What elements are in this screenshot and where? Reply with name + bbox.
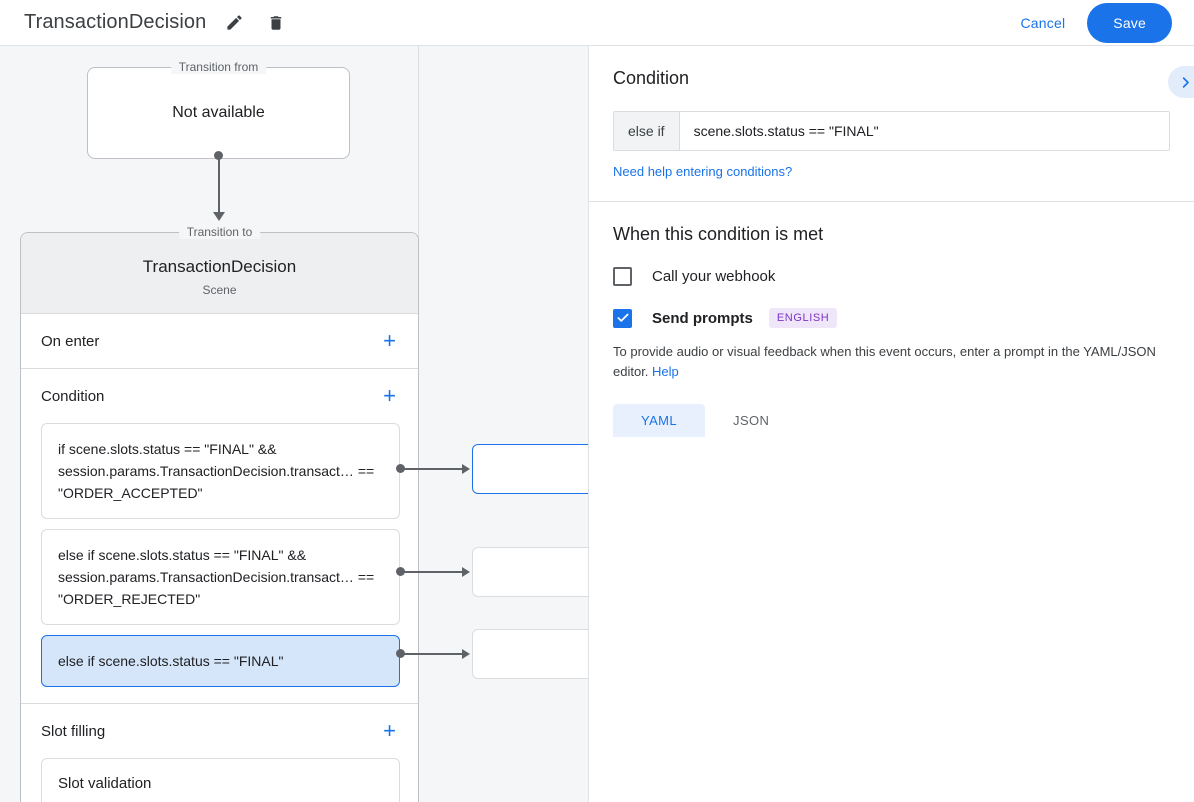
scene-canvas: Transition from Not available Transition…: [0, 46, 588, 802]
webhook-row: Call your webhook: [613, 267, 1170, 286]
editor-format-tabs: YAML JSON: [613, 404, 1170, 437]
add-condition-button[interactable]: +: [383, 383, 396, 408]
condition-edge-arrow-2: [462, 567, 470, 577]
prompts-description-text: To provide audio or visual feedback when…: [613, 344, 1156, 379]
tab-json[interactable]: JSON: [733, 413, 770, 428]
send-prompts-label: Send prompts: [652, 309, 753, 327]
target-box-3[interactable]: [472, 629, 588, 679]
condition-expression-input[interactable]: [679, 112, 1169, 150]
target-box-1[interactable]: [472, 444, 588, 494]
call-webhook-checkbox[interactable]: [613, 267, 632, 286]
save-button[interactable]: Save: [1087, 2, 1172, 43]
scene-type: Scene: [202, 283, 237, 297]
add-on-enter-button[interactable]: +: [383, 328, 396, 353]
section-slot-filling-title: Slot filling: [41, 722, 106, 740]
panel-condition-heading: Condition: [613, 68, 690, 88]
condition-editor-row: else if: [613, 111, 1170, 151]
panel-when-met-section: When this condition is met Call your web…: [589, 202, 1194, 457]
section-slot-filling-body: Slot validation: [21, 758, 418, 802]
panel-condition-section: Condition else if Need help entering con…: [589, 46, 1194, 202]
condition-prefix-label: else if: [614, 112, 680, 150]
condition-edge-arrow-1: [462, 464, 470, 474]
section-condition-body: if scene.slots.status == "FINAL" && sess…: [21, 423, 418, 703]
transition-to-header[interactable]: TransactionDecision Scene: [21, 233, 418, 314]
tab-yaml[interactable]: YAML: [613, 404, 706, 437]
target-box-2[interactable]: [472, 547, 588, 597]
transition-from-legend: Transition from: [170, 60, 267, 74]
condition-list-item[interactable]: else if scene.slots.status == "FINAL" &&…: [41, 529, 400, 625]
language-badge: ENGLISH: [768, 308, 838, 328]
transition-from-value: Not available: [172, 104, 265, 121]
transition-to-card: Transition to TransactionDecision Scene …: [20, 225, 419, 802]
condition-edge-2: [400, 571, 464, 573]
detail-panel: Condition else if Need help entering con…: [588, 46, 1194, 802]
section-slot-filling-header: Slot filling +: [21, 704, 418, 758]
send-prompts-row: Send prompts ENGLISH: [613, 308, 1170, 328]
cancel-button[interactable]: Cancel: [1009, 7, 1078, 39]
trash-icon[interactable]: [262, 9, 290, 37]
section-condition: Condition + if scene.slots.status == "FI…: [21, 369, 418, 704]
section-on-enter-title: On enter: [41, 332, 100, 350]
scene-name: TransactionDecision: [142, 257, 297, 276]
connector-line-from: [218, 155, 220, 216]
call-webhook-label: Call your webhook: [652, 268, 776, 285]
prompts-description: To provide audio or visual feedback when…: [613, 342, 1170, 382]
when-met-heading: When this condition is met: [613, 224, 824, 244]
slot-validation-item[interactable]: Slot validation: [41, 758, 400, 802]
condition-list-item[interactable]: if scene.slots.status == "FINAL" && sess…: [41, 423, 400, 519]
top-bar: TransactionDecision Cancel Save: [0, 0, 1194, 46]
condition-help-link[interactable]: Need help entering conditions?: [613, 164, 793, 179]
pencil-icon[interactable]: [220, 9, 248, 37]
chevron-right-icon[interactable]: [1168, 66, 1194, 98]
condition-edge-3: [400, 653, 464, 655]
send-prompts-checkbox[interactable]: [613, 308, 632, 328]
section-condition-title: Condition: [41, 387, 105, 405]
section-on-enter-header: On enter +: [21, 314, 418, 368]
transition-from-card[interactable]: Transition from Not available: [87, 60, 350, 159]
page-title: TransactionDecision: [24, 11, 207, 33]
section-condition-header: Condition +: [21, 369, 418, 423]
condition-edge-1: [400, 468, 464, 470]
condition-edge-arrow-3: [462, 649, 470, 659]
connector-arrow-from: [212, 212, 225, 221]
section-on-enter: On enter +: [21, 314, 418, 369]
condition-list-item[interactable]: else if scene.slots.status == "FINAL": [41, 635, 400, 687]
section-slot-filling: Slot filling + Slot validation: [21, 704, 418, 802]
prompts-help-link[interactable]: Help: [652, 364, 679, 379]
transition-to-legend: Transition to: [178, 225, 261, 239]
add-slot-filling-button[interactable]: +: [383, 718, 396, 743]
